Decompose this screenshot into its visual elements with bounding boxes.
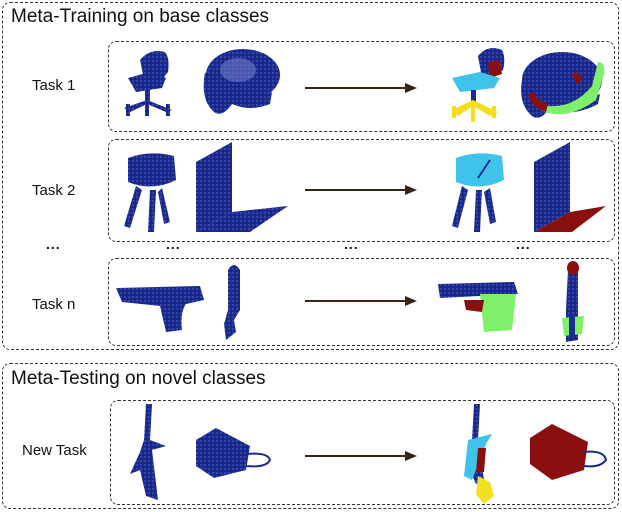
pistol-input: [116, 286, 204, 332]
pistol-output: [438, 282, 518, 332]
task-n-box: [108, 258, 615, 346]
rocket-input: [224, 265, 240, 340]
column-ellipsis-2: ...: [344, 236, 359, 252]
meta-training-title: Meta-Training on base classes: [11, 6, 270, 27]
chair-output: [452, 48, 505, 122]
chair-input: [124, 51, 172, 116]
task-1-label: Task 1: [32, 77, 76, 94]
mug-input-inner: [220, 58, 256, 82]
task-1-box: [108, 41, 615, 132]
rocket-output: [562, 261, 584, 342]
mug-output: [521, 52, 605, 118]
task-n-label: Task n: [32, 296, 76, 313]
stool-output: [452, 153, 504, 232]
column-ellipsis-1: ...: [166, 236, 181, 252]
bag-input: [196, 428, 250, 478]
table-output: [534, 142, 606, 232]
bag-output: [530, 424, 608, 480]
column-ellipsis-3: ...: [516, 236, 531, 252]
task-2-box: [108, 139, 615, 242]
task-2-label: Task 2: [32, 182, 76, 199]
new-task-box: [110, 400, 615, 505]
meta-testing-title: Meta-Testing on novel classes: [11, 368, 266, 389]
new-task-label: New Task: [22, 442, 87, 459]
table-input: [196, 142, 288, 232]
task-ellipsis: ...: [46, 236, 61, 252]
bag-input-handle: [245, 452, 272, 468]
stool-input: [124, 153, 176, 232]
meta-testing-panel: [2, 363, 619, 509]
guitar-input: [130, 404, 166, 500]
meta-training-panel: [2, 2, 619, 350]
guitar-output: [464, 404, 494, 504]
